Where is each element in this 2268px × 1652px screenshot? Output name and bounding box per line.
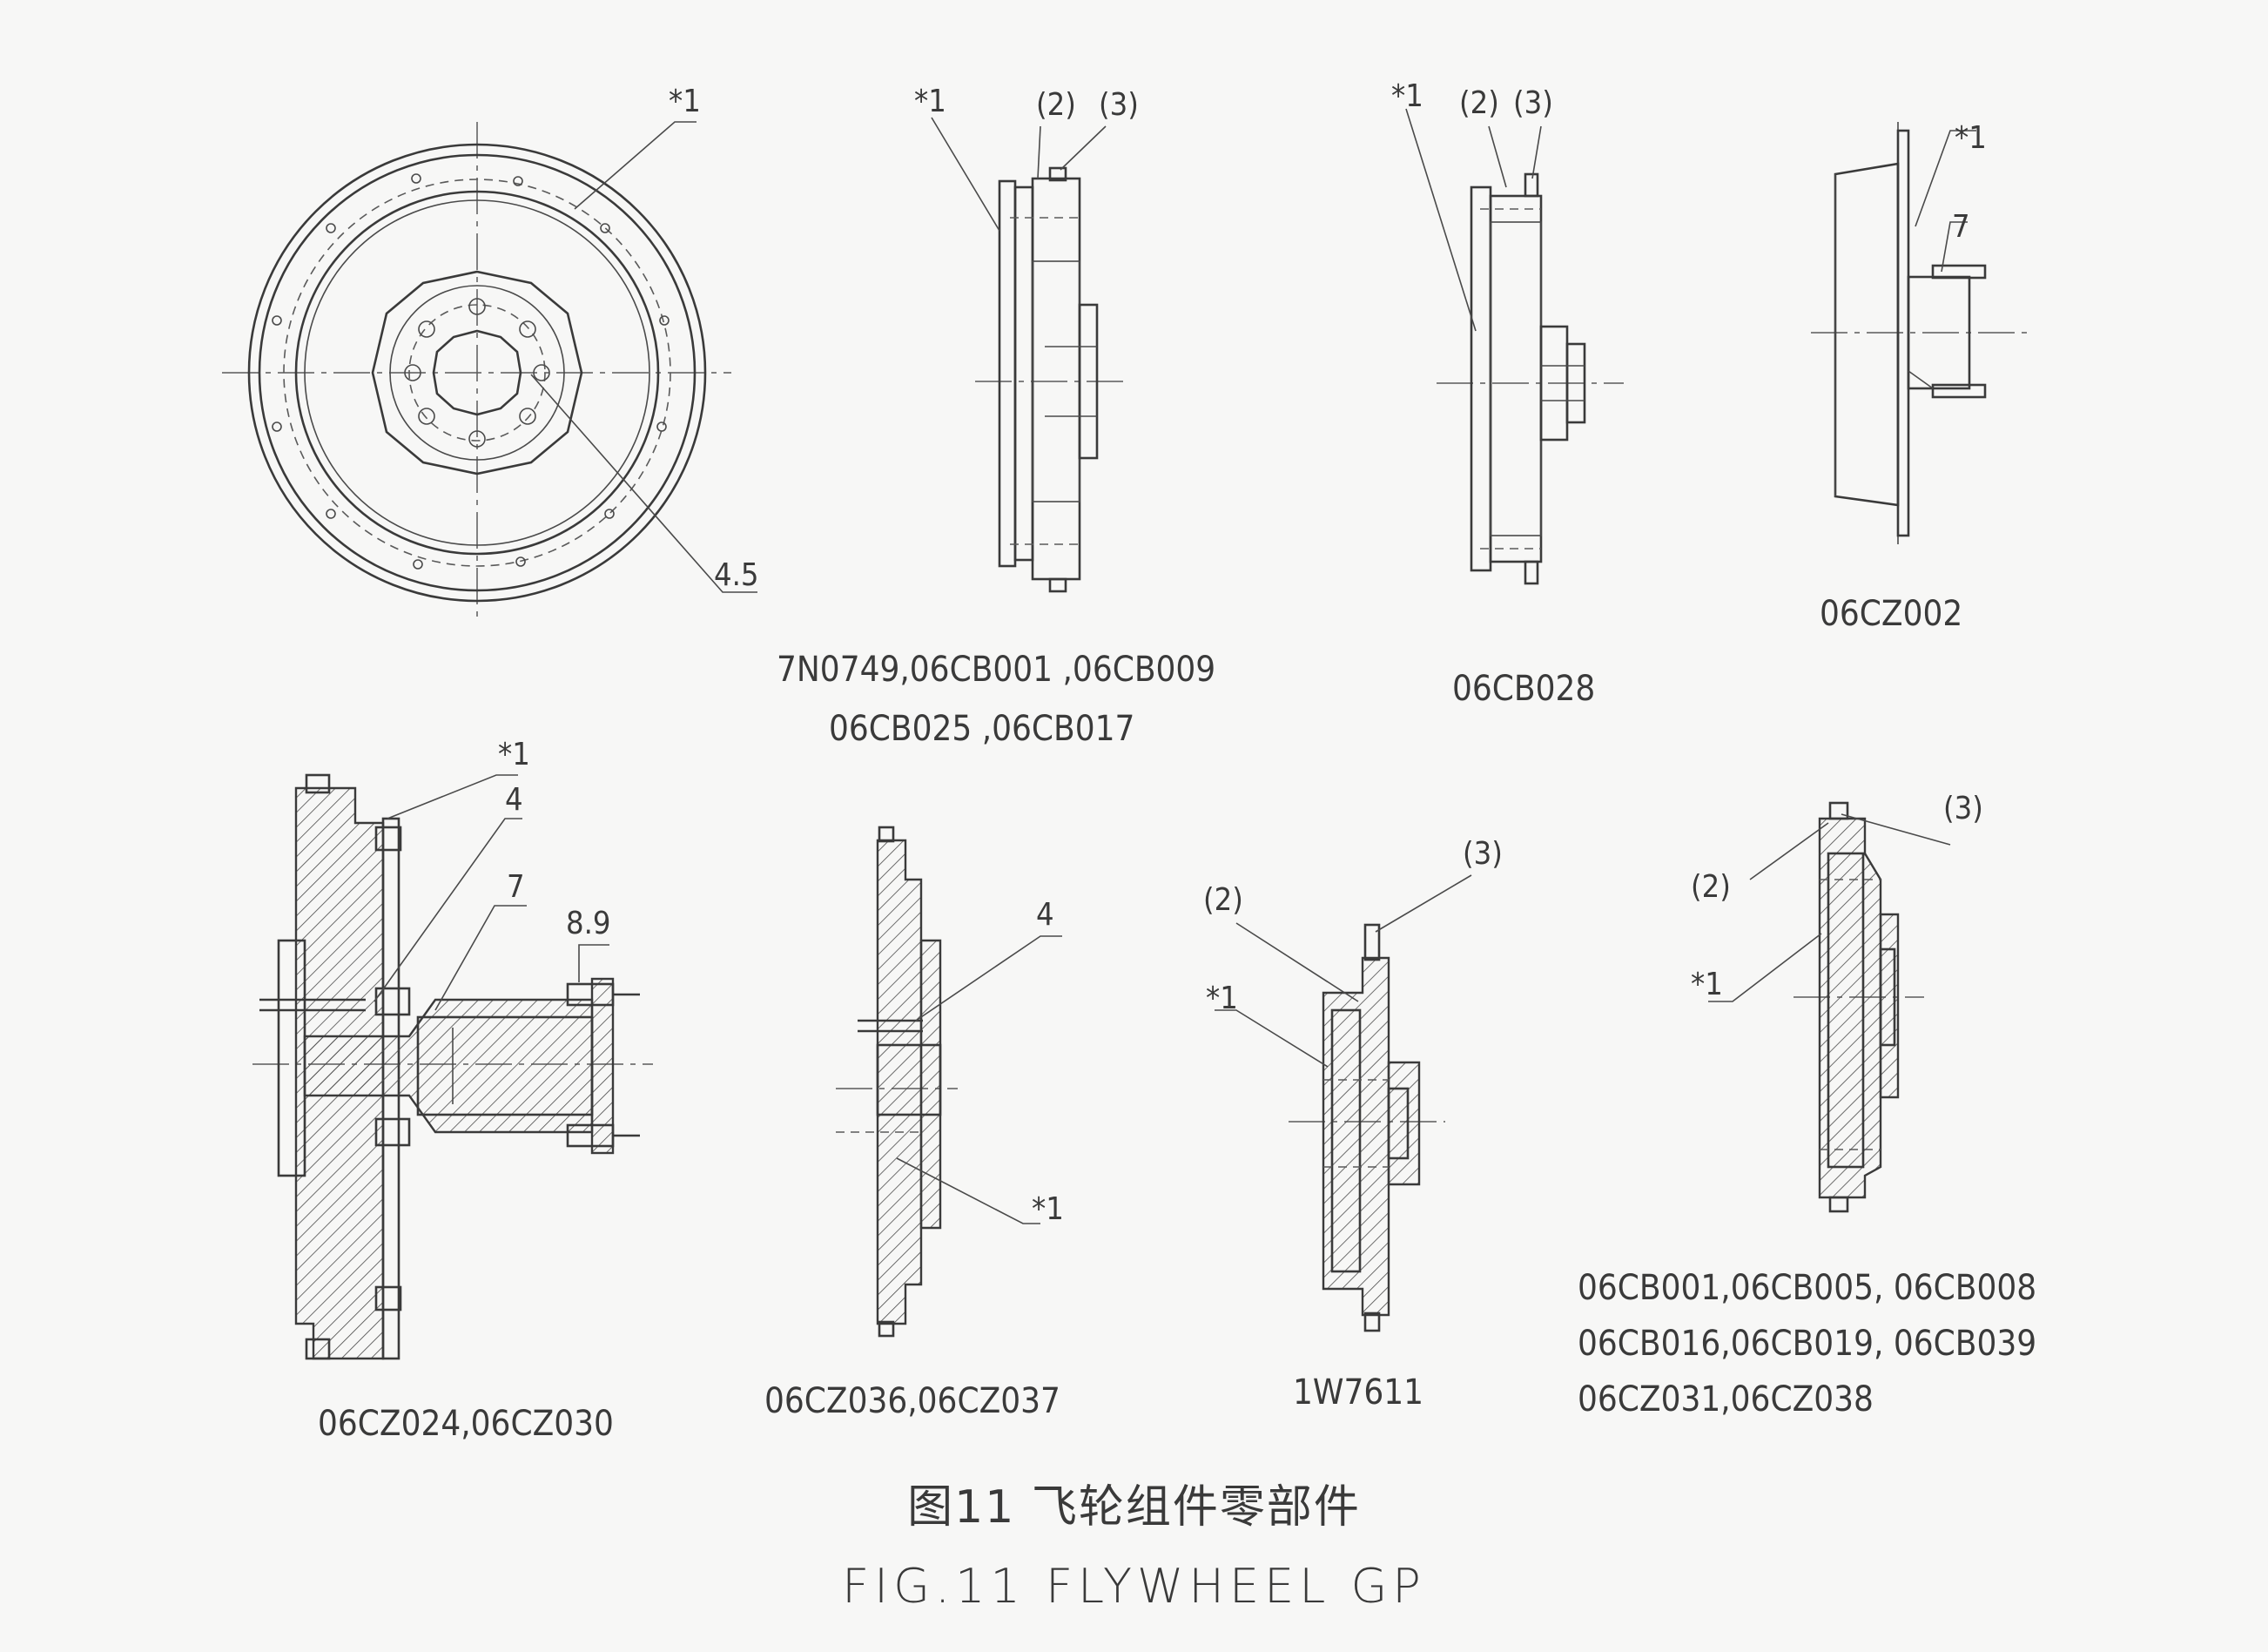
callout-c-1: *1	[1955, 120, 1987, 156]
model-list-e: 06CZ036,06CZ037	[764, 1381, 1060, 1421]
callout-a-3: (3)	[1099, 87, 1139, 123]
callout-e-1: *1	[1032, 1191, 1064, 1227]
model-list-g-line2: 06CB016,06CB019, 06CB039	[1578, 1324, 2036, 1364]
callout-e-4: 4	[1036, 897, 1054, 933]
figure-caption-english: FIG.11 FLYWHEEL GP	[842, 1559, 1426, 1614]
callout-d-7: 7	[507, 869, 525, 905]
callout-f-3: (3)	[1463, 836, 1503, 872]
flywheel-side-view-b: *1 (2) (3) 06CB028	[1391, 78, 1624, 709]
callout-g-1: *1	[1691, 967, 1723, 1002]
model-list-g-line1: 06CB001,06CB005, 06CB008	[1578, 1268, 2036, 1308]
flywheel-section-g: (3) (2) *1 06CB001,06CB005, 06CB008 06CB…	[1578, 791, 2036, 1419]
flywheel-front-view: *1 4.5	[222, 84, 759, 623]
model-list-f: 1W7611	[1293, 1372, 1423, 1413]
callout-a-2: (2)	[1036, 87, 1076, 123]
figure-caption-chinese: 图11 飞轮组件零部件	[907, 1481, 1361, 1534]
callout-f-1: *1	[1206, 981, 1238, 1016]
callout-g-2: (2)	[1691, 869, 1731, 905]
callout-d-8-9: 8.9	[566, 906, 611, 941]
callout-b-1: *1	[1391, 78, 1423, 114]
model-list-a-line2: 06CB025 ,06CB017	[829, 709, 1134, 749]
callout-c-7: 7	[1952, 209, 1970, 245]
model-list-d: 06CZ024,06CZ030	[318, 1404, 614, 1444]
callout-b-2: (2)	[1459, 85, 1499, 121]
callout-front-1: *1	[669, 84, 701, 119]
flywheel-section-d: *1 4 7 8.9 06CZ024,06CZ030	[252, 737, 653, 1444]
flywheel-side-view-a: *1 (2) (3) 7N0749,06CB001 ,06CB009 06CB0…	[777, 84, 1215, 749]
callout-f-2: (2)	[1203, 882, 1243, 918]
callout-b-3: (3)	[1513, 85, 1553, 121]
hub-bolt-holes	[404, 298, 550, 448]
model-list-b: 06CB028	[1452, 669, 1595, 709]
flywheel-section-e: 4 *1 06CZ036,06CZ037	[764, 826, 1064, 1421]
callout-a-1: *1	[914, 84, 946, 119]
model-list-g-line3: 06CZ031,06CZ038	[1578, 1379, 1874, 1419]
model-list-c: 06CZ002	[1820, 594, 1962, 634]
rim-bolt-holes	[272, 173, 670, 570]
model-list-a-line1: 7N0749,06CB001 ,06CB009	[777, 650, 1215, 690]
callout-g-3: (3)	[1943, 791, 1983, 826]
callout-front-4-5: 4.5	[714, 557, 759, 593]
flywheel-side-view-c: *1 7 06CZ002	[1811, 120, 2029, 634]
callout-d-1: *1	[498, 737, 530, 772]
flywheel-section-f: (2) (3) *1 1W7611	[1203, 836, 1503, 1413]
callout-d-4: 4	[505, 782, 523, 818]
